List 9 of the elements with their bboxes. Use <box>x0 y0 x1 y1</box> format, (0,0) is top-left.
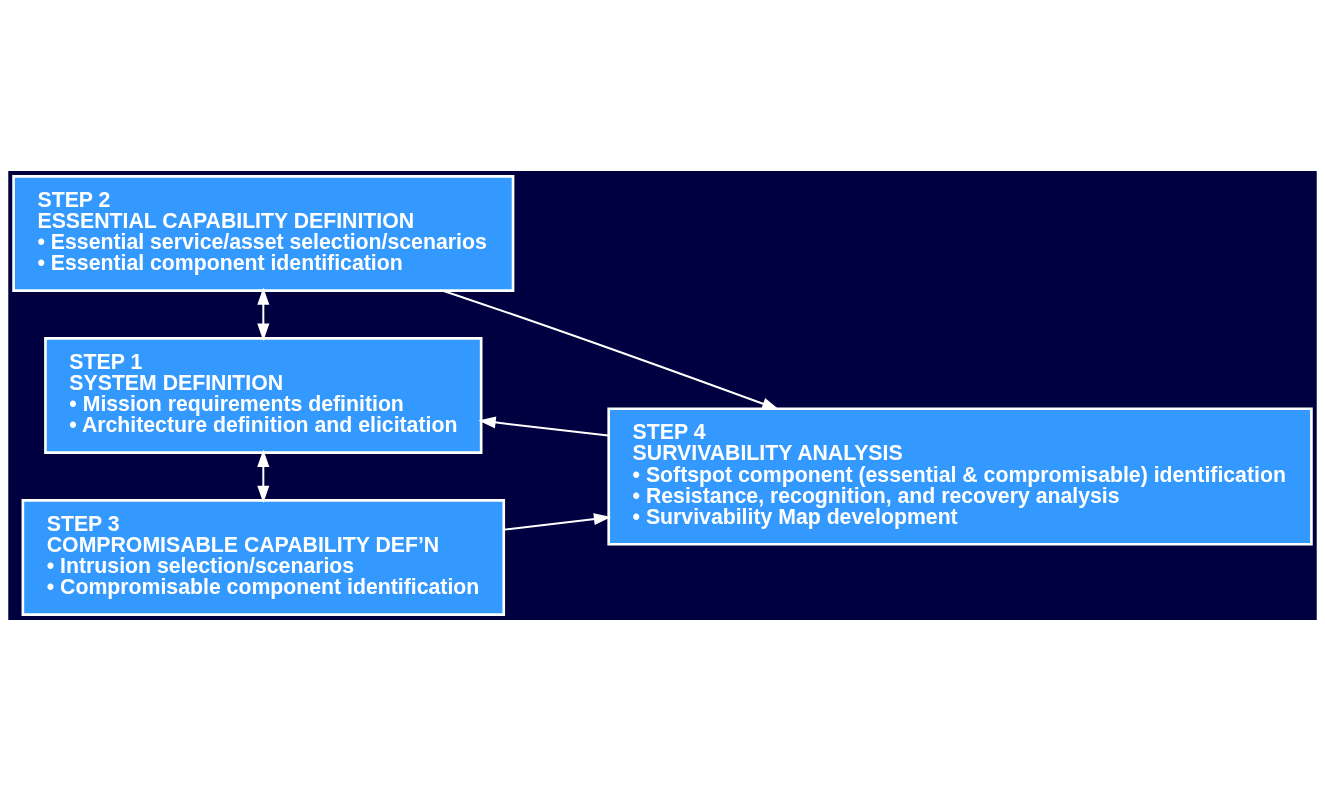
arrow <box>478 416 610 437</box>
node-box: STEP 4 SURVIVABILITY ANALYSIS • Softspot component (essential & compromisable) identification • Resistance, recognition, and recovery analysis • Survivability Map development <box>607 407 1313 546</box>
arrow <box>441 289 780 410</box>
arrow <box>257 449 270 503</box>
node-box: STEP 1 SYSTEM DEFINITION • Mission requirements definition • Architecture definition and elicitation <box>44 337 483 454</box>
node-box: STEP 2 ESSENTIAL CAPABILITY DEFINITION • Essential service/asset selection/scenarios • Essential component identification <box>12 175 515 292</box>
node-box: STEP 3 COMPROMISABLE CAPABILITY DEF’N • Intrusion selection/scenarios • Compromisable component identification <box>21 499 506 617</box>
arrow <box>503 513 612 531</box>
arrow <box>257 287 270 341</box>
